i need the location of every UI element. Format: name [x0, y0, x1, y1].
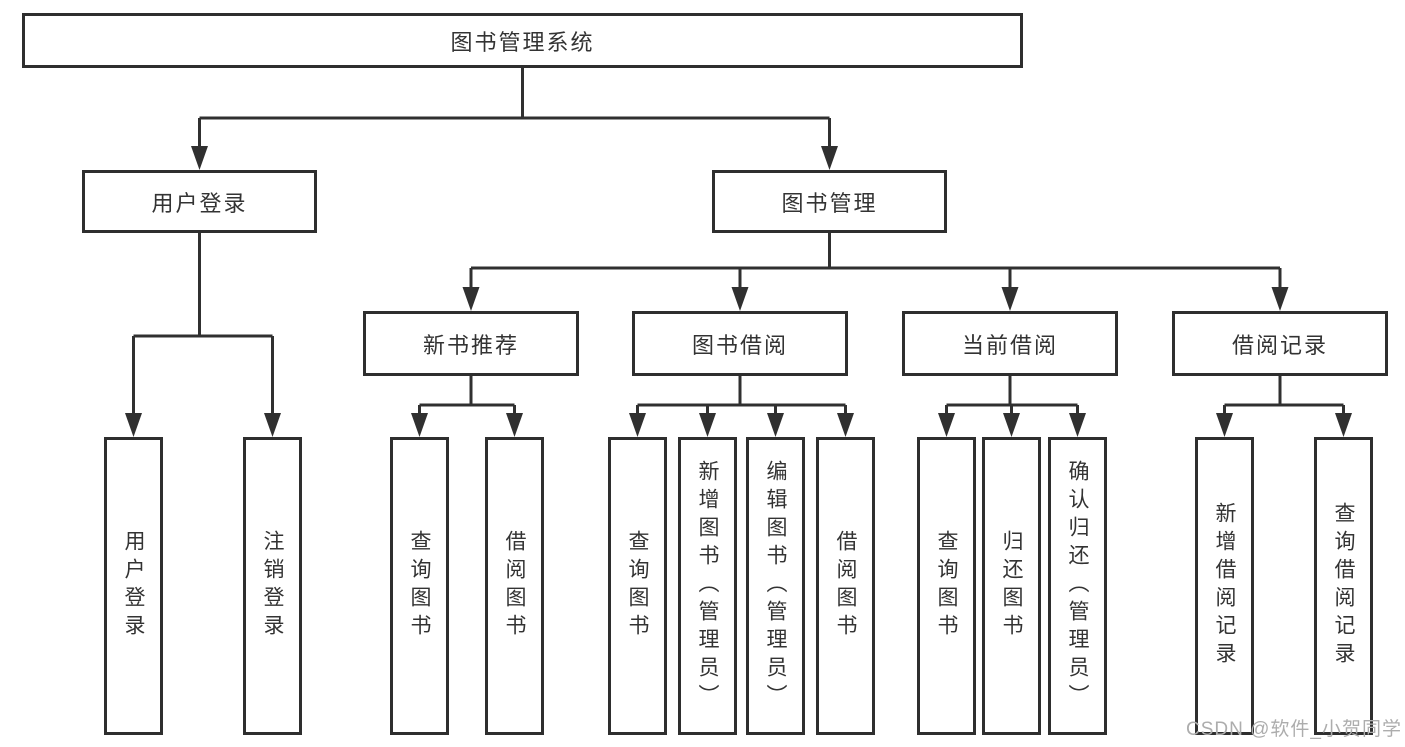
- csdn-watermark: CSDN @软件_小贺同学: [1186, 719, 1402, 740]
- arrow-down-icon: [1069, 413, 1086, 437]
- arrow-down-icon: [1001, 287, 1019, 311]
- arrow-down-icon: [938, 413, 955, 437]
- arrow-down-icon: [699, 413, 716, 437]
- arrow-down-icon: [1216, 413, 1233, 437]
- arrow-down-icon: [506, 413, 523, 437]
- node-label: 新增图书（管理员）: [696, 460, 719, 712]
- node-label: 借阅图书: [834, 530, 857, 642]
- leaf-return-book: 归还图书: [982, 437, 1041, 735]
- node-label: 编辑图书（管理员）: [764, 460, 787, 712]
- arrow-down-icon: [821, 146, 838, 170]
- node-current-borrowing: 当前借阅: [902, 311, 1118, 376]
- node-label: 新增借阅记录: [1213, 502, 1236, 670]
- node-new-book-recommendation: 新书推荐: [363, 311, 579, 376]
- node-label: 当前借阅: [961, 332, 1058, 358]
- leaf-borrow-books-recommend: 借阅图书: [485, 437, 544, 735]
- arrow-down-icon: [1003, 413, 1020, 437]
- leaf-query-books-borrowing: 查询图书: [608, 437, 667, 735]
- node-book-management: 图书管理: [712, 170, 947, 233]
- arrow-down-icon: [731, 287, 749, 311]
- node-label: 查询图书: [935, 530, 958, 642]
- arrow-down-icon: [411, 413, 428, 437]
- node-label: 用户登录: [151, 190, 248, 216]
- leaf-query-borrow-record: 查询借阅记录: [1314, 437, 1373, 735]
- arrow-down-icon: [264, 413, 281, 437]
- leaf-add-book-admin: 新增图书（管理员）: [678, 437, 737, 735]
- node-label: 查询借阅记录: [1332, 502, 1355, 670]
- node-label: 确认归还（管理员）: [1066, 460, 1089, 712]
- arrow-down-icon: [125, 413, 142, 437]
- leaf-query-books-recommend: 查询图书: [390, 437, 449, 735]
- node-borrowing-records: 借阅记录: [1172, 311, 1388, 376]
- connector-path: [132, 68, 1345, 431]
- node-label: 新书推荐: [422, 332, 519, 358]
- arrow-down-icon: [767, 413, 784, 437]
- node-label: 图书管理: [781, 190, 878, 216]
- node-label: 图书借阅: [691, 332, 788, 358]
- node-library-management-system: 图书管理系统: [22, 13, 1023, 68]
- arrowheads: [125, 146, 1352, 437]
- leaf-edit-book-admin: 编辑图书（管理员）: [746, 437, 805, 735]
- node-label: 查询图书: [626, 530, 649, 642]
- leaf-add-borrow-record: 新增借阅记录: [1195, 437, 1254, 735]
- arrow-down-icon: [629, 413, 646, 437]
- leaf-query-books-current: 查询图书: [917, 437, 976, 735]
- node-label: 借阅图书: [503, 530, 526, 642]
- node-label: 注销登录: [261, 530, 284, 642]
- leaf-borrow-books: 借阅图书: [816, 437, 875, 735]
- node-label: 图书管理系统: [450, 29, 595, 55]
- node-label: 查询图书: [408, 530, 431, 642]
- leaf-logout: 注销登录: [243, 437, 302, 735]
- node-user-login: 用户登录: [82, 170, 317, 233]
- arrow-down-icon: [837, 413, 854, 437]
- arrow-down-icon: [191, 146, 208, 170]
- node-label: 借阅记录: [1231, 332, 1328, 358]
- node-book-borrowing: 图书借阅: [632, 311, 848, 376]
- arrow-down-icon: [1271, 287, 1289, 311]
- node-label: 用户登录: [122, 530, 145, 642]
- leaf-user-login: 用户登录: [104, 437, 163, 735]
- node-label: 归还图书: [1000, 530, 1023, 642]
- arrow-down-icon: [1335, 413, 1352, 437]
- leaf-confirm-return-admin: 确认归还（管理员）: [1048, 437, 1107, 735]
- arrow-down-icon: [462, 287, 480, 311]
